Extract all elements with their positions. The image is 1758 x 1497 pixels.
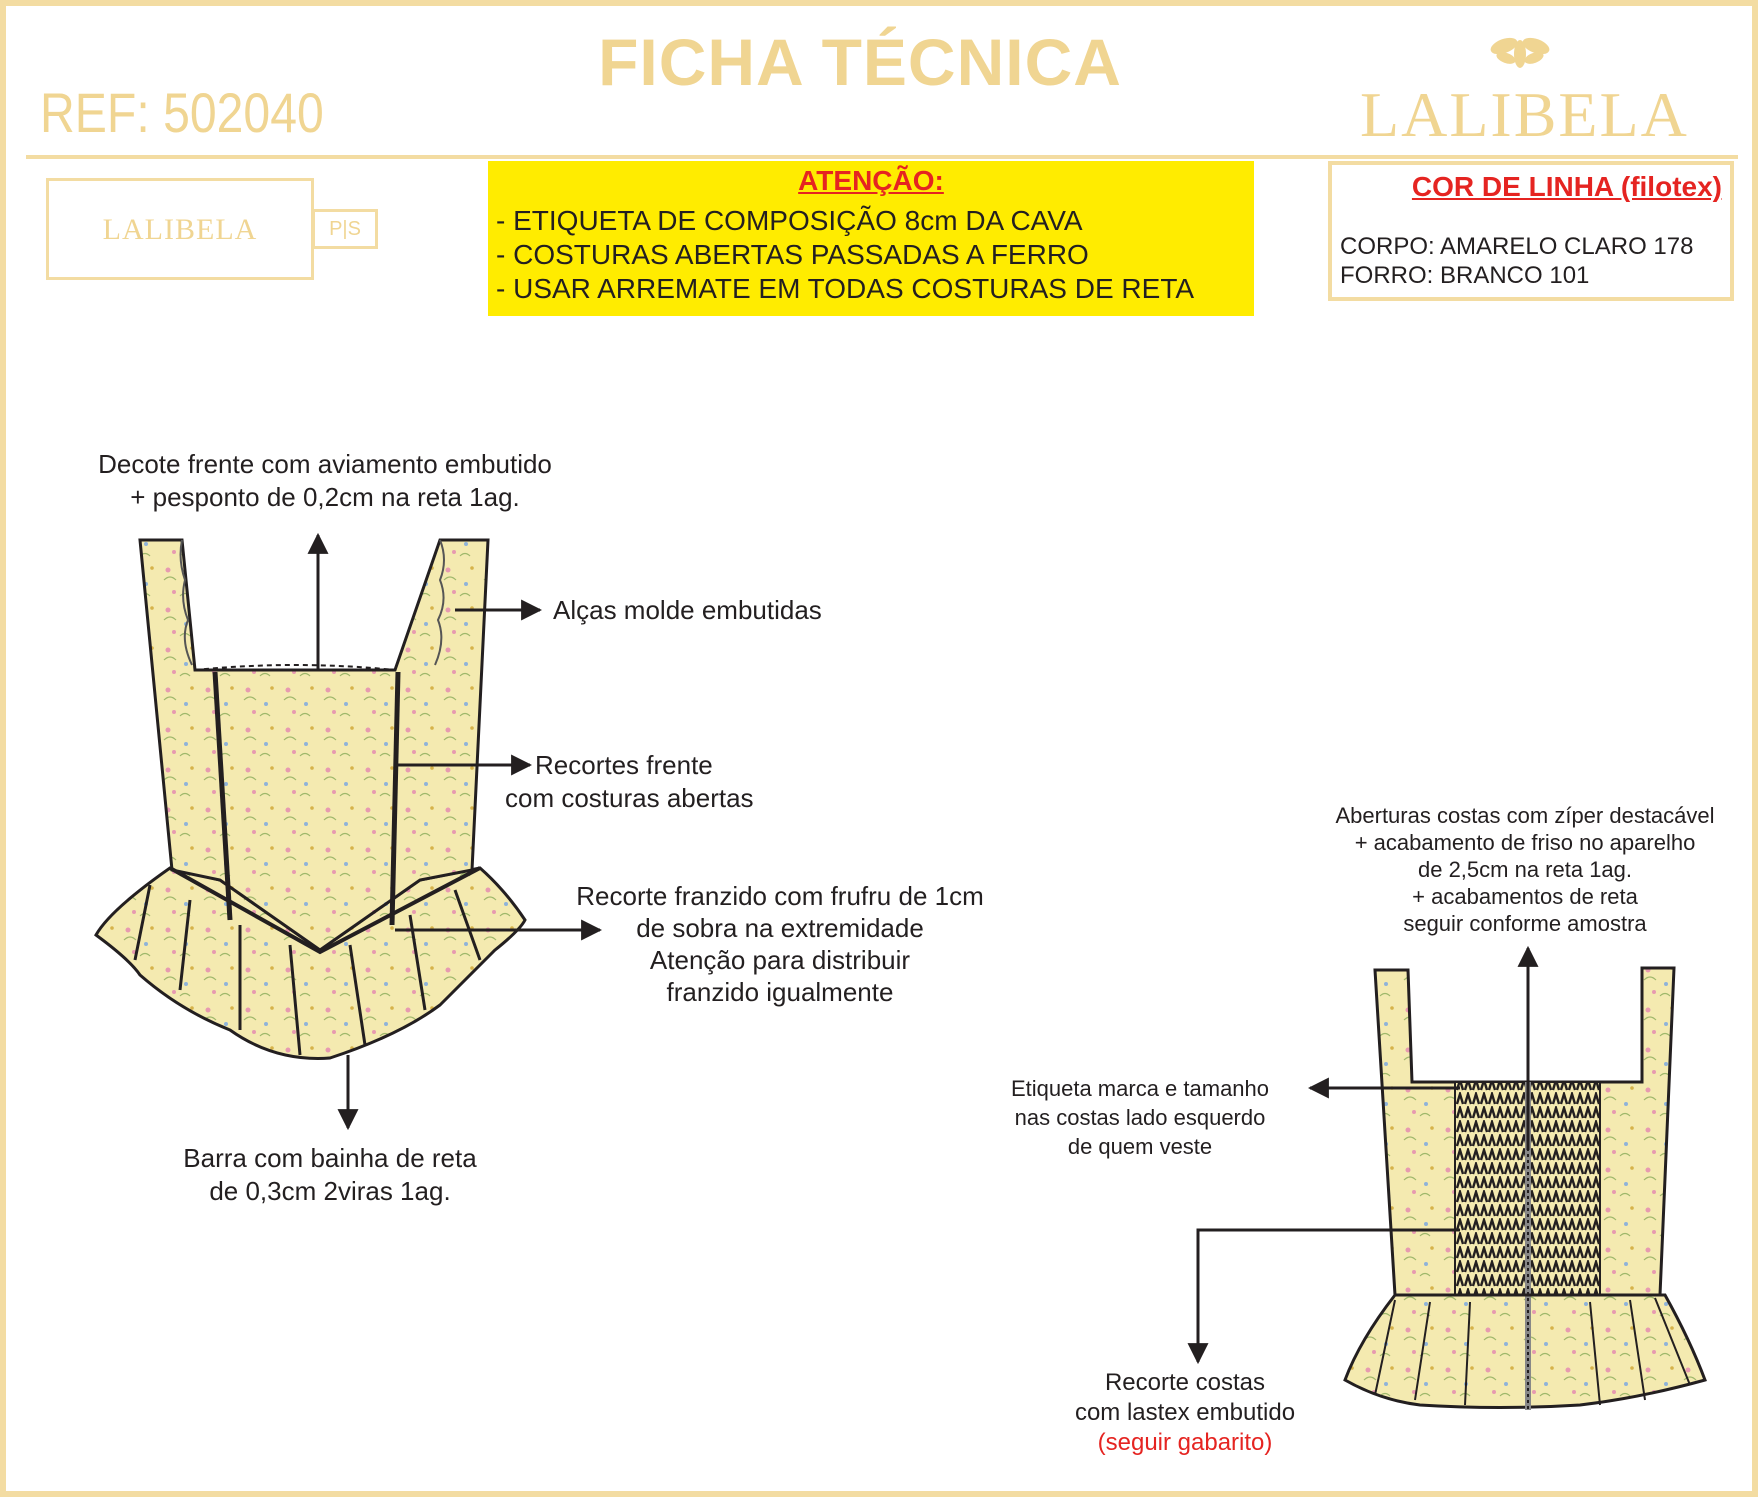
zipper-note-line: + acabamentos de reta [1412, 884, 1638, 909]
hem-note: Barra com bainha de reta de 0,3cm 2viras… [130, 1142, 530, 1208]
hem-note-line: Barra com bainha de reta [183, 1143, 477, 1173]
seams-note-line: com costuras abertas [505, 783, 754, 813]
attention-line: - ETIQUETA DE COMPOSIÇÃO 8cm DA CAVA [496, 205, 1083, 236]
attention-line: - USAR ARREMATE EM TODAS COSTURAS DE RET… [496, 273, 1195, 304]
ruffle-note: Recorte franzido com frufru de 1cm de so… [550, 880, 1010, 1008]
attention-box: ATENÇÃO: - ETIQUETA DE COMPOSIÇÃO 8cm DA… [488, 161, 1254, 316]
reference-number: REF: 502040 [40, 81, 324, 144]
straps-note: Alças molde embutidas [553, 595, 822, 625]
front-ruffle [94, 866, 527, 1060]
bee-icon [1490, 37, 1550, 68]
back-view-drawing [1343, 966, 1707, 1410]
zipper-note-line: de 2,5cm na reta 1ag. [1417, 857, 1633, 882]
elastic-note-warning: (seguir gabarito) [1097, 1429, 1273, 1456]
label-note-line: nas costas lado esquerdo [1014, 1105, 1266, 1130]
label-note-line: de quem veste [1067, 1134, 1213, 1159]
brand-logo [1490, 37, 1550, 68]
header-divider [26, 155, 1738, 159]
thread-color-box: COR DE LINHA (filotex) CORPO: AMARELO CL… [1328, 161, 1734, 301]
zipper-note-line: + acabamento de friso no aparelho [1354, 830, 1696, 855]
thread-color-line: FORRO: BRANCO 101 [1340, 262, 1590, 289]
label-note-line: Etiqueta marca e tamanho [1010, 1076, 1270, 1101]
label-brand-text: LALIBELA [102, 213, 258, 246]
back-arrows [1187, 945, 1539, 1365]
ruffle-note-line: Recorte franzido com frufru de 1cm [576, 881, 984, 911]
brand-wordmark: LALIBELA [1360, 79, 1689, 150]
neckline-note: Decote frente com aviamento embutido + p… [50, 448, 600, 514]
front-view-drawing [94, 538, 527, 1060]
elastic-arrow [1187, 1228, 1460, 1365]
elastic-note-line: Recorte costas [1104, 1369, 1266, 1396]
ruffle-note-line: de sobra na extremidade [636, 913, 924, 943]
zipper-note: Aberturas costas com zíper destacável + … [1315, 802, 1735, 937]
seams-note-line: Recortes frente [535, 750, 713, 780]
zipper-note-line: Aberturas costas com zíper destacável [1335, 803, 1715, 828]
hem-note-line: de 0,3cm 2viras 1ag. [209, 1176, 451, 1206]
elastic-note: Recorte costas com lastex embutido (segu… [1040, 1368, 1330, 1458]
neckline-note-line: Decote frente com aviamento embutido [98, 449, 552, 479]
thread-color-title: COR DE LINHA (filotex) [1411, 171, 1722, 202]
zipper-note-line: seguir conforme amostra [1403, 911, 1647, 936]
brand-label-sample: LALIBELA [46, 178, 314, 280]
attention-line: - COSTURAS ABERTAS PASSADAS A FERRO [496, 239, 1089, 270]
elastic-note-line: com lastex embutido [1074, 1399, 1296, 1426]
ruffle-note-line: franzido igualmente [666, 977, 894, 1007]
size-label: P|S [312, 209, 378, 249]
thread-color-line: CORPO: AMARELO CLARO 178 [1340, 233, 1694, 260]
seams-note: Recortes frente com costuras abertas [505, 749, 805, 815]
page-title: FICHA TÉCNICA [598, 25, 1122, 99]
neckline-note-line: + pesponto de 0,2cm na reta 1ag. [130, 482, 520, 512]
attention-title: ATENÇÃO: [798, 165, 944, 196]
front-arrows [307, 532, 603, 1131]
label-note: Etiqueta marca e tamanho nas costas lado… [980, 1074, 1300, 1161]
ruffle-note-line: Atenção para distribuir [649, 945, 911, 975]
